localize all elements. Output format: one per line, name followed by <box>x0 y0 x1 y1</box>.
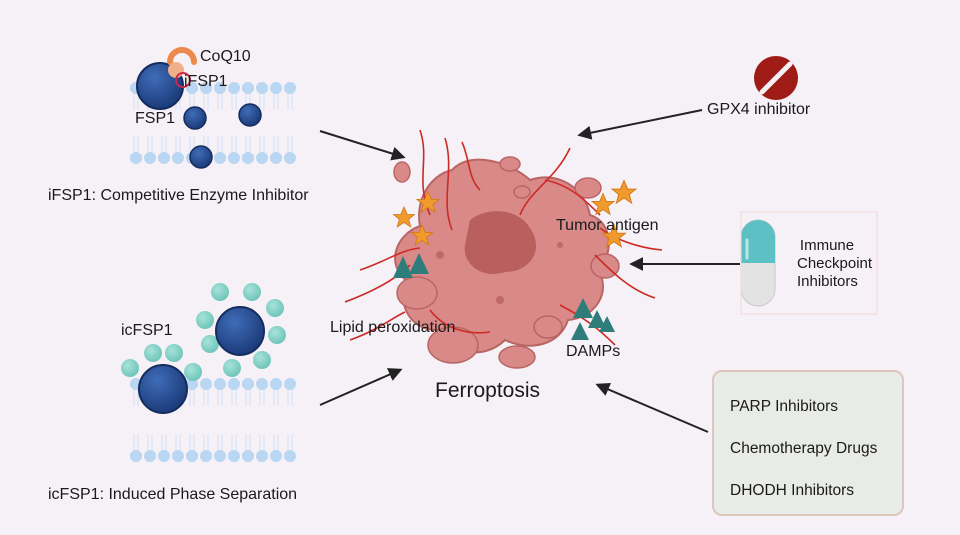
lipid-head <box>186 450 198 462</box>
cell-fragment <box>393 161 411 183</box>
star-icon <box>590 192 616 216</box>
coq10-label: CoQ10 <box>200 48 251 65</box>
fsp1-protein <box>189 145 213 169</box>
icfsp1-caption: icFSP1: Induced Phase Separation <box>48 486 298 503</box>
lipid-head <box>214 152 226 164</box>
lipid-head <box>214 82 226 94</box>
lipid-head <box>214 378 226 390</box>
icfsp1-protein <box>138 364 188 414</box>
lipid-head <box>214 450 226 462</box>
lipid-head <box>200 378 212 390</box>
lipid-head <box>228 82 240 94</box>
cell-membrane-bottom <box>130 378 296 462</box>
arrow-ifsp1 <box>319 130 406 161</box>
coq10-ring-icon <box>167 47 197 88</box>
damp-triangle-icon <box>588 310 606 328</box>
damp-markers <box>393 253 615 340</box>
lipid-head <box>228 378 240 390</box>
star-icon <box>610 179 638 205</box>
other-drugs-box: PARP Inhibitors Chemotherapy Drugs DHODH… <box>712 370 904 516</box>
lipid-head <box>284 82 296 94</box>
dhodh-inhibitors-label: DHODH Inhibitors <box>730 482 855 499</box>
parp-inhibitors-label: PARP Inhibitors <box>730 398 838 415</box>
lipid-head <box>270 152 282 164</box>
icfsp1-protein-condensate <box>215 306 265 356</box>
cell-fragment <box>396 276 438 310</box>
lipid-head <box>256 450 268 462</box>
lipid-head <box>284 450 296 462</box>
tumor-antigen-stars <box>392 179 638 248</box>
lipid-head <box>256 82 268 94</box>
star-icon <box>410 223 434 246</box>
damp-triangle-icon <box>599 316 615 332</box>
fsp1-protein <box>183 106 207 130</box>
lipid-head <box>158 450 170 462</box>
immune-panel-frame <box>740 211 878 315</box>
fsp1-protein <box>238 103 262 127</box>
lipid-fibrils <box>344 129 663 346</box>
immune-line-3: Inhibitors <box>797 273 858 290</box>
cell-fragment <box>533 315 563 339</box>
lipid-head <box>242 82 254 94</box>
ferroptotic-cell <box>393 156 620 369</box>
lipid-head <box>158 152 170 164</box>
tumor-antigen-label: Tumor antigen <box>556 217 659 234</box>
arrow-drugs <box>595 382 709 433</box>
lipid-head <box>144 152 156 164</box>
star-icon <box>392 205 416 228</box>
lipid-head <box>130 152 142 164</box>
lipid-head <box>242 450 254 462</box>
lipid-head <box>172 450 184 462</box>
lipid-head <box>144 450 156 462</box>
lipid-head <box>284 152 296 164</box>
lipid-head <box>270 82 282 94</box>
lipid-head <box>228 152 240 164</box>
damp-triangle-icon <box>409 253 429 274</box>
damps-label: DAMPs <box>566 343 621 360</box>
phase-separated-droplets <box>121 283 286 381</box>
damp-triangle-icon <box>571 322 589 340</box>
lipid-head <box>284 378 296 390</box>
cell-fragment <box>513 185 531 199</box>
immune-line-2: Checkpoint <box>797 255 873 272</box>
lipid-head <box>270 378 282 390</box>
damp-triangle-icon <box>393 256 413 278</box>
damp-triangle-icon <box>573 298 593 318</box>
gpx4-inhibitor-label: GPX4 inhibitor <box>707 101 811 118</box>
immune-line-1: Immune <box>799 237 855 254</box>
arrow-icfsp1 <box>319 368 403 406</box>
lipid-head <box>256 378 268 390</box>
star-icon <box>601 223 627 248</box>
lipid-head <box>256 152 268 164</box>
cell-fragment <box>498 345 536 369</box>
cell-fragment <box>499 156 521 172</box>
icfsp1-label: icFSP1 <box>121 322 173 339</box>
immune-checkpoint-label: Immune Checkpoint Inhibitors <box>797 237 873 291</box>
fsp1-proteins <box>136 62 262 169</box>
arrow-gpx4 <box>577 109 703 140</box>
lipid-peroxidation-label: Lipid peroxidation <box>330 319 456 336</box>
ferroptosis-label: Ferroptosis <box>435 379 541 402</box>
cell-fragment <box>574 177 602 199</box>
lipid-head <box>172 152 184 164</box>
lipid-head <box>270 450 282 462</box>
lipid-head <box>200 450 212 462</box>
ifsp1-caption: iFSP1: Competitive Enzyme Inhibitor <box>48 187 309 204</box>
arrows <box>319 109 740 433</box>
capsule-icon <box>740 219 776 307</box>
chemotherapy-drugs-label: Chemotherapy Drugs <box>730 440 878 457</box>
lipid-head <box>242 152 254 164</box>
lipid-head <box>130 450 142 462</box>
fsp1-label: FSP1 <box>135 110 176 127</box>
lipid-head <box>228 450 240 462</box>
lipid-head <box>242 378 254 390</box>
lipid-head <box>186 378 198 390</box>
no-sign-icon <box>754 56 798 100</box>
lipid-head <box>200 82 212 94</box>
ifsp1-label: iFSP1 <box>184 73 228 90</box>
star-icon <box>415 190 441 214</box>
